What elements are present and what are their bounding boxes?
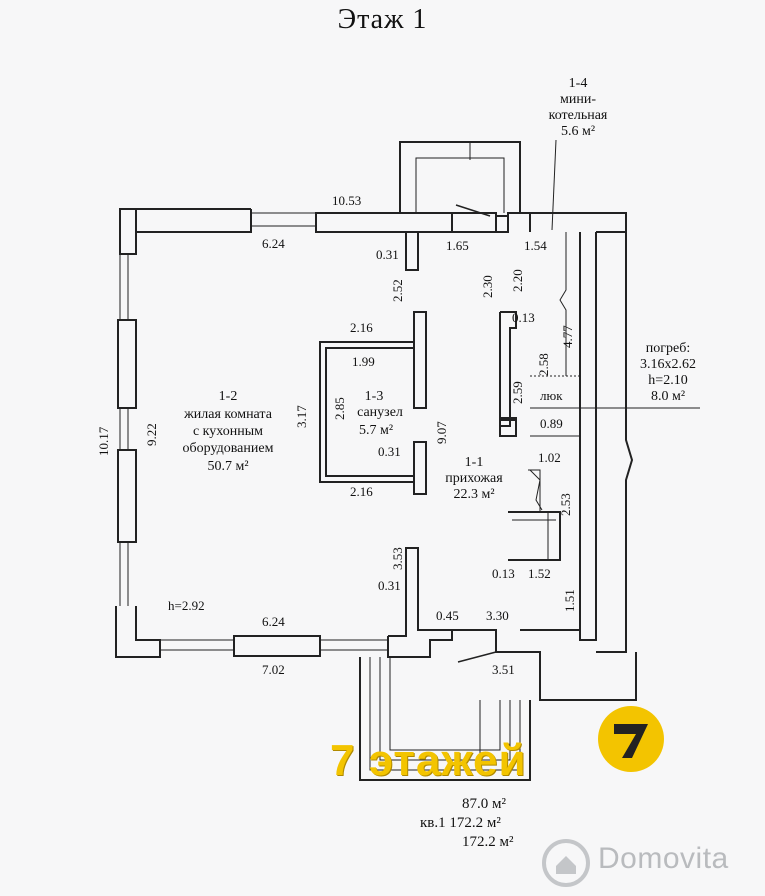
- dim-3-51: 3.51: [492, 662, 515, 677]
- dim-3-17: 3.17: [294, 405, 309, 428]
- dim-9-07: 9.07: [434, 421, 449, 444]
- room-1-1-id: 1-1: [465, 455, 484, 470]
- wall-column: [495, 215, 509, 233]
- room-1-2-name-2: с кухонным: [193, 424, 263, 439]
- dim-0-13-a: 0.13: [512, 310, 535, 325]
- cellar-height: h=2.10: [648, 373, 687, 388]
- dim-0-31-a: 0.31: [376, 247, 399, 262]
- dim-2-20: 2.20: [510, 269, 525, 292]
- wall-right-outer: [596, 232, 634, 653]
- dim-9-22: 9.22: [144, 423, 159, 446]
- dim-2-30: 2.30: [480, 275, 495, 298]
- wall-partition-mid-b: [413, 441, 427, 495]
- dim-1-65: 1.65: [446, 238, 469, 253]
- door-bottom: [457, 651, 497, 663]
- stair-steps: [528, 469, 556, 561]
- total-line-3: 172.2 м²: [462, 834, 514, 850]
- room-1-2-name-1: жилая комната: [183, 407, 273, 422]
- wall-left-pier-3: [117, 449, 137, 543]
- floor-title: Этаж 1: [337, 4, 428, 35]
- room-1-1-name: прихожая: [445, 471, 503, 486]
- wall-left-pier-2: [117, 319, 137, 409]
- wall-right-top-2: [507, 212, 627, 233]
- dim-3-30: 3.30: [486, 608, 509, 623]
- dim-1-54: 1.54: [524, 238, 547, 253]
- wall-boiler-stair: [559, 232, 567, 376]
- wall-top-segment: [315, 212, 453, 233]
- total-line-1: 87.0 м²: [462, 796, 506, 812]
- domovita-watermark: Domovita: [598, 842, 729, 875]
- dim-1-99: 1.99: [352, 354, 375, 369]
- room-1-4-name-1: мини-: [560, 92, 596, 107]
- dim-2-58: 2.58: [536, 353, 551, 376]
- wall-stair: [499, 311, 517, 427]
- dim-0-31-c: 0.31: [378, 578, 401, 593]
- dim-0-31-b: 0.31: [378, 444, 401, 459]
- room-1-1-area: 22.3 м²: [453, 487, 494, 502]
- dim-4-77: 4.77: [560, 325, 575, 348]
- dim-6-24-bottom: 6.24: [262, 614, 285, 629]
- wall-bottom-entry: [452, 629, 637, 701]
- dim-1-52: 1.52: [528, 566, 551, 581]
- wall-outer-top-left: [119, 209, 252, 255]
- hatch-label: люк: [540, 388, 563, 403]
- cellar-hatch: [499, 419, 517, 437]
- door-top: [455, 204, 491, 217]
- dim-7-02: 7.02: [262, 662, 285, 677]
- wall-bathroom: [319, 341, 414, 483]
- total-line-2: кв.1 172.2 м²: [420, 815, 501, 831]
- dim-2-53: 2.53: [558, 493, 573, 516]
- wall-partition-mid-a: [413, 311, 427, 409]
- dim-2-16-b: 2.16: [350, 484, 373, 499]
- dim-0-45: 0.45: [436, 608, 459, 623]
- dim-0-89: 0.89: [540, 416, 563, 431]
- dim-1-51: 1.51: [562, 589, 577, 612]
- stair-outline: [508, 511, 561, 561]
- cellar-label: погреб:: [646, 341, 690, 356]
- dim-3-53: 3.53: [390, 547, 405, 570]
- wall-bottom-left-corner: [115, 606, 161, 658]
- dim-2-59: 2.59: [510, 381, 525, 404]
- dim-6-24-top: 6.24: [262, 236, 285, 251]
- dim-2-52: 2.52: [390, 279, 405, 302]
- stair-curve: [529, 469, 543, 511]
- room-1-2-area: 50.7 м²: [207, 459, 248, 474]
- room-1-4-id: 1-4: [569, 76, 588, 91]
- cellar-area: 8.0 м²: [651, 389, 685, 404]
- dim-0-13-b: 0.13: [492, 566, 515, 581]
- room-1-4-area: 5.6 м²: [561, 124, 595, 139]
- dim-2-85: 2.85: [332, 397, 347, 420]
- ceiling-height: h=2.92: [168, 598, 205, 613]
- dim-10-17: 10.17: [96, 426, 111, 456]
- porch-top: [399, 141, 521, 213]
- porch-bottom: [359, 657, 531, 781]
- wall-cellar-outer: [579, 232, 597, 641]
- room-1-3-id: 1-3: [365, 389, 384, 404]
- wall-partition-top: [405, 232, 419, 271]
- room-1-3-area: 5.7 м²: [359, 423, 393, 438]
- wall-left-pier-1: [119, 208, 137, 255]
- dim-2-16-a: 2.16: [350, 320, 373, 335]
- room-1-3-name: санузел: [357, 405, 403, 420]
- brand-watermark: 7 этажей: [330, 736, 527, 785]
- domovita-logo-icon: [542, 839, 590, 887]
- cellar-size: 3.16x2.62: [640, 357, 696, 372]
- area-totals: 87.0 м² кв.1 172.2 м² 172.2 м²: [420, 795, 514, 852]
- room-1-2-id: 1-2: [219, 389, 238, 404]
- dim-10-53: 10.53: [332, 193, 361, 208]
- room-1-2-name-3: оборудованием: [183, 441, 274, 456]
- brand-logo-icon: [598, 706, 664, 772]
- room-1-4-name-2: котельная: [549, 108, 608, 123]
- dim-1-02: 1.02: [538, 450, 561, 465]
- wall-bottom-pier: [233, 635, 321, 657]
